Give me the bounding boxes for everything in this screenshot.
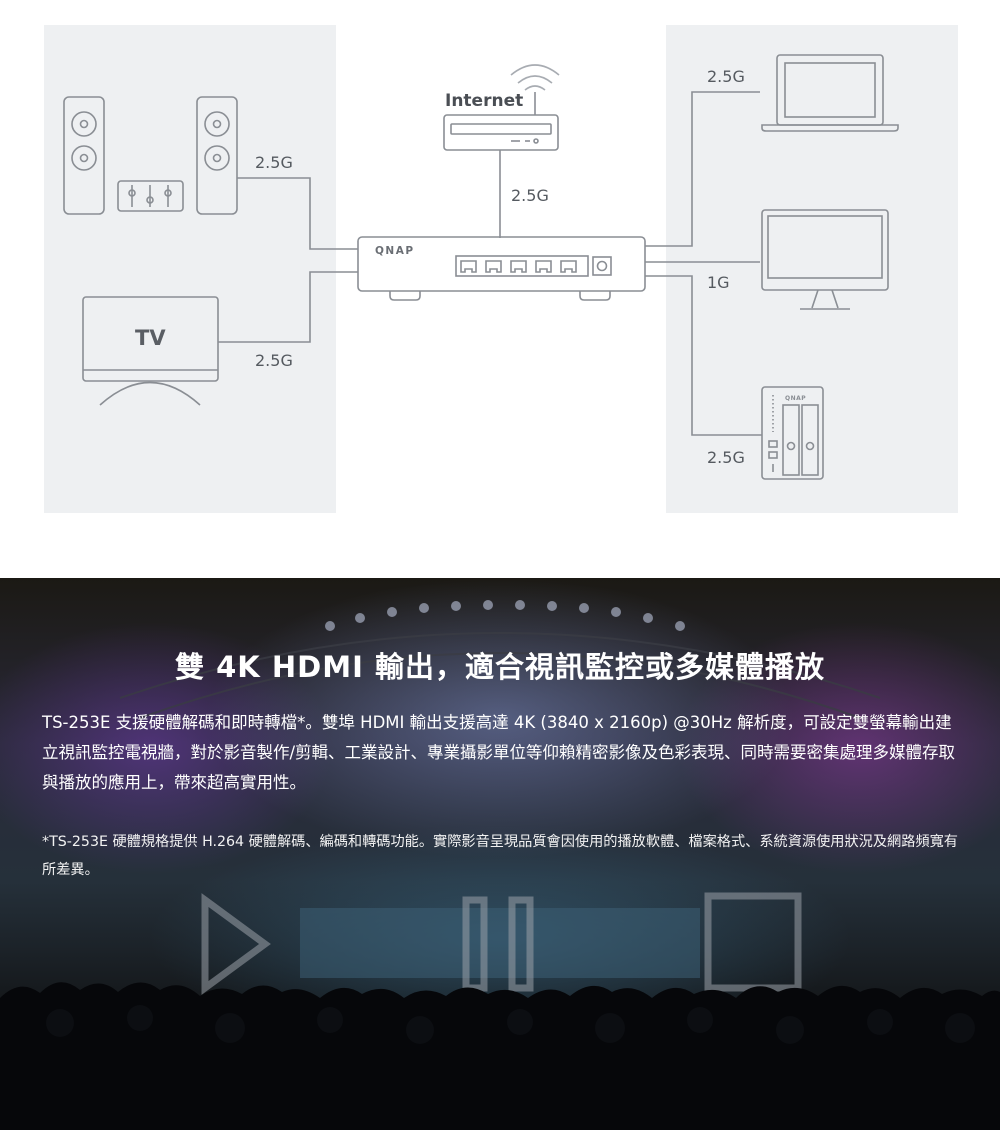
left-panel: [44, 25, 336, 513]
switch-icon: [357, 236, 646, 301]
concert-background: [0, 600, 1000, 1130]
tv-icon: [82, 296, 219, 406]
router-icon: [443, 92, 559, 151]
router-speed-label: 2.5G: [511, 186, 549, 205]
right-panel: [666, 25, 958, 513]
speaker-speed-label: 2.5G: [255, 153, 293, 172]
nas-link: [645, 275, 762, 436]
internet-label: Internet: [445, 91, 523, 111]
monitor-icon: [761, 209, 889, 310]
stage-screen: [300, 908, 700, 978]
monitor-speed-label: 1G: [707, 273, 730, 292]
crowd-silhouette: [0, 982, 1000, 1130]
switch-brand-label: QNAP: [375, 245, 415, 257]
stage-lights: [325, 600, 685, 631]
promo-description: TS-253E 支援硬體解碼和即時轉檔*。雙埠 HDMI 輸出支援高達 4K (…: [42, 713, 956, 792]
pause-icon: [508, 896, 534, 992]
promo-headline: 雙 4K HDMI 輸出，適合視訊監控或多媒體播放: [175, 650, 825, 684]
tv-label: TV: [135, 326, 166, 350]
media-controls: [201, 892, 802, 995]
amplifier-icon: [117, 180, 184, 212]
laptop-link: [645, 91, 760, 247]
network-diagram-svg: Internet QNAP QNAP TV 2.5G 2.5G 2.5G 2.5…: [44, 25, 958, 513]
speaker-icon: [63, 96, 105, 215]
pause-icon: [462, 896, 488, 992]
tv-link: [218, 271, 358, 343]
speaker-icon: [196, 96, 238, 215]
play-icon: [201, 893, 271, 995]
promo-section: 雙 4K HDMI 輸出，適合視訊監控或多媒體播放 TS-253E 支援硬體解碼…: [0, 578, 1000, 1130]
promo-footnote: *TS-253E 硬體規格提供 H.264 硬體解碼、編碼和轉碼功能。實際影音呈…: [42, 834, 958, 878]
laptop-icon: [761, 54, 899, 132]
tv-speed-label: 2.5G: [255, 351, 293, 370]
wifi-icon: [510, 64, 560, 91]
nas-speed-label: 2.5G: [707, 448, 745, 467]
network-diagram: Internet QNAP QNAP TV 2.5G 2.5G 2.5G 2.5…: [44, 25, 958, 513]
stop-icon: [704, 892, 802, 992]
laptop-speed-label: 2.5G: [707, 67, 745, 86]
speaker-link: [237, 177, 358, 250]
nas-icon: [761, 386, 824, 480]
stage-truss: [119, 632, 881, 719]
crowd-heads: [46, 1005, 975, 1044]
nas-brand-label: QNAP: [785, 395, 806, 402]
